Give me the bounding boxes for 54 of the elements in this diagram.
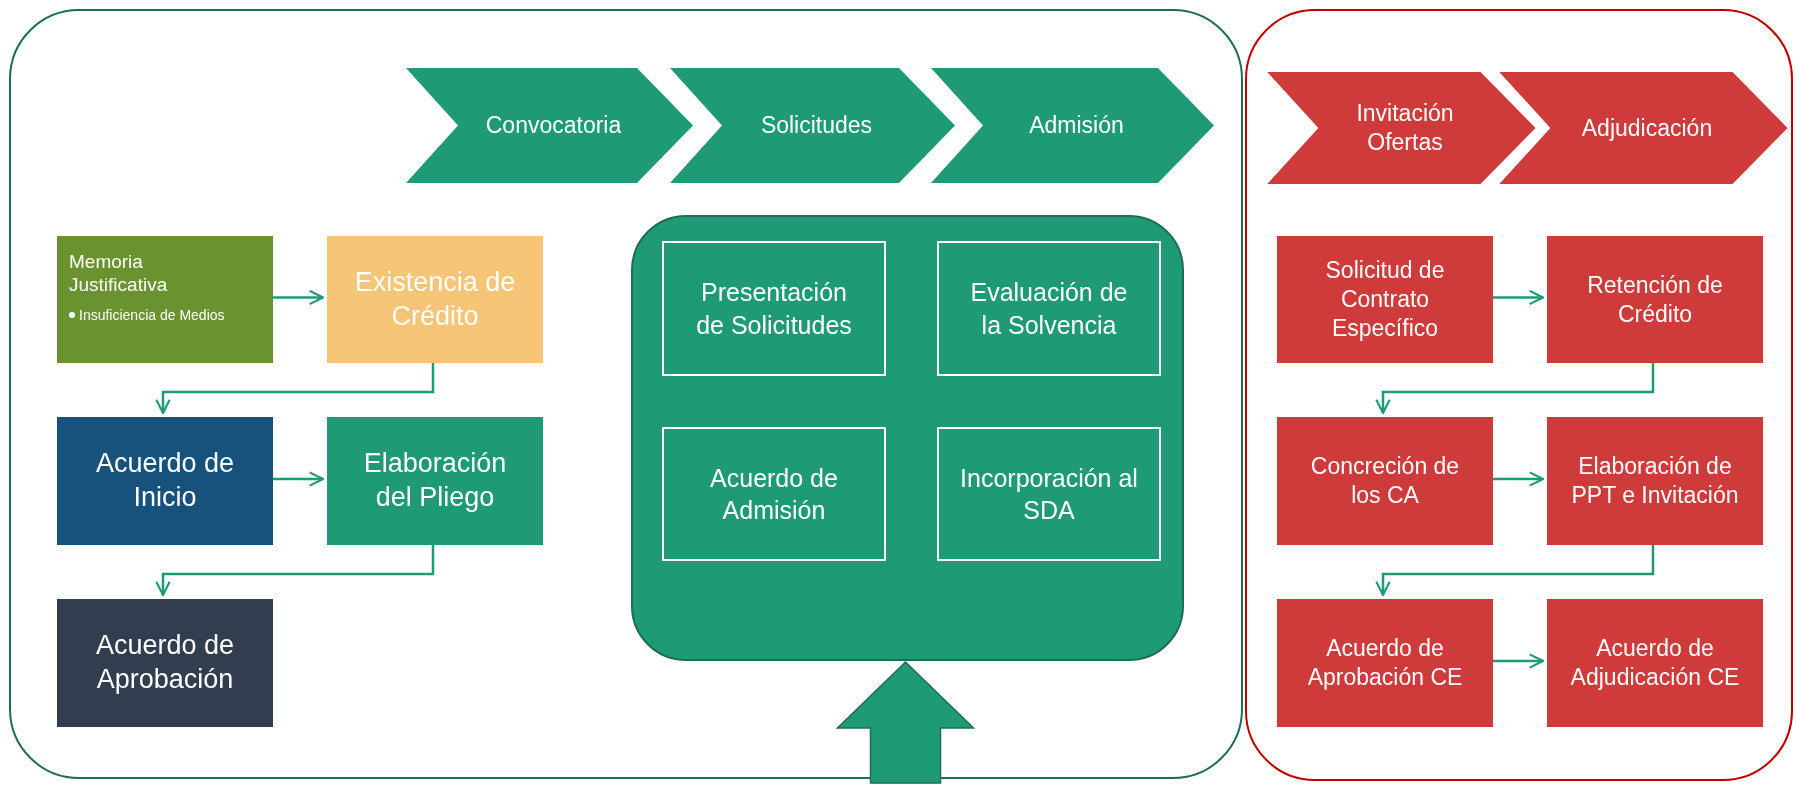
chevron-step [670,68,955,183]
arrow [1493,289,1545,306]
box-label: Elaboración del Pliego [362,447,508,514]
chevron-step [406,68,693,183]
process-box [662,241,886,376]
process-box [327,417,543,545]
block-arrow [835,660,976,784]
step-label: Convocatoria [485,111,622,140]
process-box [1547,236,1763,363]
process-box [937,427,1161,561]
process-box [57,417,273,545]
arrow [1493,471,1545,487]
process-box [662,427,886,561]
bullet-text: Insuficiencia de Medios [79,305,225,325]
box-label: Acuerdo de Aprobación [94,629,236,696]
process-box [1547,417,1763,545]
chevron-step [1265,71,1537,185]
box-label: Solicitud de Contrato Específico [1324,256,1446,343]
process-box [1277,417,1493,545]
arrow [273,289,325,306]
step-label: Adjudicación [1581,113,1713,143]
section-frame [9,9,1243,779]
arrow [1375,545,1655,597]
box-label: Acuerdo de Admisión [709,462,839,526]
step-label: Admisión [1029,111,1124,140]
box-label: Acuerdo de Adjudicación CE [1569,634,1741,692]
box-label: Acuerdo de Aprobación CE [1306,634,1464,692]
box-label: Existencia de Crédito [353,265,517,333]
process-box [937,241,1161,376]
step-label: Solicitudes [760,111,873,140]
arrow [155,363,435,415]
box-label: Retención de Crédito [1586,270,1724,329]
process-box [57,599,273,727]
box-title: Memoria Justificativa [69,251,169,297]
arrow [155,545,435,597]
process-box [1547,599,1763,727]
chevron-step [931,68,1214,183]
process-box [1277,236,1493,363]
arrow [1493,653,1545,669]
box-label: Concreción de los CA [1309,452,1461,510]
process-group [631,215,1184,661]
step-label: Invitación Ofertas [1355,99,1455,157]
process-box [57,236,273,363]
chevron-step [1497,71,1789,185]
section-frame [1245,9,1793,781]
arrow [273,471,325,487]
process-box [1277,599,1493,727]
box-label: Presentación de Solicitudes [695,277,853,341]
arrow [1375,363,1655,415]
box-label: Incorporación al SDA [959,462,1139,526]
box-label: Evaluación de la Solvencia [969,277,1129,341]
box-label: Elaboración de PPT e Invitación [1570,452,1740,510]
process-box [327,236,543,363]
box-label: Acuerdo de Inicio [94,447,236,514]
